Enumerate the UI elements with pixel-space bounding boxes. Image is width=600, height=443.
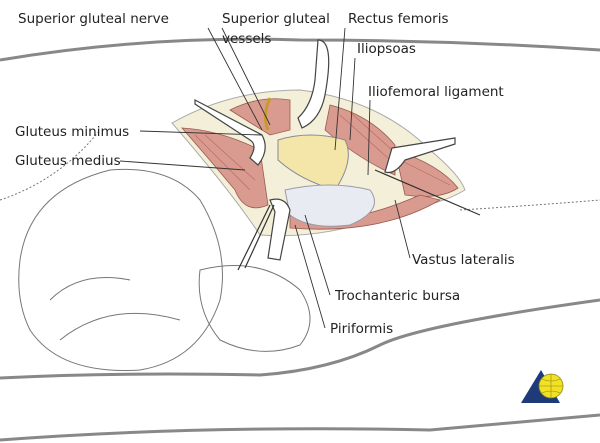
retractor-top bbox=[297, 39, 330, 129]
trochanteric-bursa-area bbox=[284, 184, 375, 227]
pelvis-outline bbox=[18, 168, 223, 371]
publisher-logo bbox=[521, 370, 564, 403]
retractor-upper-left bbox=[194, 99, 266, 166]
femur-outline bbox=[198, 265, 311, 352]
label-trochanteric-bursa: Trochanteric bursa bbox=[334, 288, 460, 304]
label-gluteus-minimus: Gluteus minimus bbox=[15, 124, 129, 140]
superior-gluteal-nerve bbox=[263, 97, 272, 131]
body-outline-lower bbox=[0, 413, 600, 442]
leader-lines bbox=[119, 27, 411, 329]
label-rectus-femoris: Rectus femoris bbox=[348, 11, 448, 27]
body-outline-bottom bbox=[0, 298, 600, 380]
label-superior-gluteal-vessels-line1: Superior gluteal bbox=[222, 11, 330, 27]
label-vastus-lateralis: Vastus lateralis bbox=[412, 252, 515, 268]
label-iliofemoral-ligament: Iliofemoral ligament bbox=[368, 84, 504, 100]
label-piriformis: Piriformis bbox=[330, 321, 393, 337]
body-outline-top bbox=[0, 37, 600, 62]
label-gluteus-medius: Gluteus medius bbox=[15, 153, 121, 169]
label-superior-gluteal-nerve: Superior gluteal nerve bbox=[18, 11, 169, 27]
retractor-lower bbox=[267, 198, 291, 261]
gluteus-minimus-muscle bbox=[229, 98, 291, 136]
label-superior-gluteal-vessels-line2: vessels bbox=[222, 31, 271, 47]
gluteus-medius-muscle bbox=[181, 127, 269, 209]
femoral-head bbox=[277, 134, 349, 191]
label-iliopsoas: Iliopsoas bbox=[357, 41, 416, 57]
retractor-right bbox=[384, 137, 456, 174]
